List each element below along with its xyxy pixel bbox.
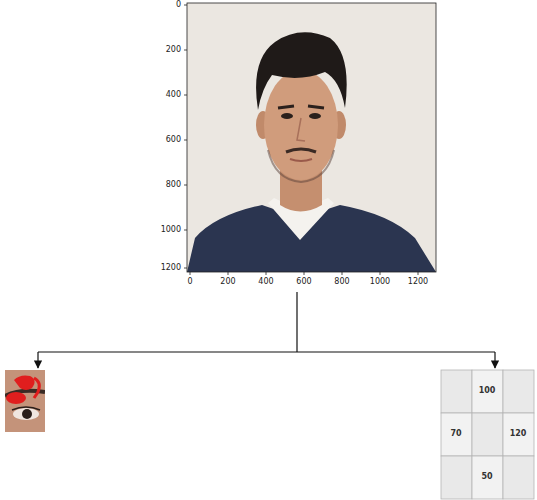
axis-tick-label: 400 bbox=[258, 278, 273, 286]
split-connector bbox=[38, 292, 495, 368]
axis-tick-label: 600 bbox=[296, 278, 311, 286]
table-cell: 120 bbox=[510, 430, 527, 438]
moustache bbox=[286, 149, 316, 152]
table-cell: 100 bbox=[479, 387, 496, 395]
table-cell: 50 bbox=[481, 473, 492, 481]
plot-frame bbox=[187, 3, 436, 272]
axis-tick-label: 200 bbox=[166, 46, 181, 54]
mouth bbox=[290, 159, 312, 161]
photo-ground bbox=[187, 3, 436, 272]
axis-tick-label: 1200 bbox=[161, 264, 181, 272]
hair bbox=[256, 32, 347, 110]
axis-tick-label: 1000 bbox=[161, 226, 181, 234]
neighbour-grid bbox=[441, 370, 534, 499]
nose bbox=[297, 118, 305, 141]
eye-crop bbox=[5, 370, 45, 432]
axis-tick-label: 800 bbox=[334, 278, 349, 286]
eye bbox=[309, 113, 321, 119]
axis-ticks bbox=[184, 5, 418, 275]
portrait-photo bbox=[187, 3, 436, 272]
axis-tick-label: 200 bbox=[220, 278, 235, 286]
axis-tick-label: 800 bbox=[166, 181, 181, 189]
eyebrow bbox=[278, 106, 294, 108]
axis-tick-label: 1200 bbox=[408, 278, 428, 286]
table-cell: 70 bbox=[450, 430, 461, 438]
face bbox=[264, 70, 338, 180]
axis-tick-label: 400 bbox=[166, 91, 181, 99]
axis-tick-label: 600 bbox=[166, 136, 181, 144]
axis-tick-label: 1000 bbox=[370, 278, 390, 286]
axis-tick-label: 0 bbox=[187, 278, 192, 286]
beard bbox=[268, 150, 334, 182]
eye bbox=[281, 113, 293, 119]
eyebrow bbox=[308, 106, 324, 108]
axis-tick-label: 0 bbox=[176, 1, 181, 9]
